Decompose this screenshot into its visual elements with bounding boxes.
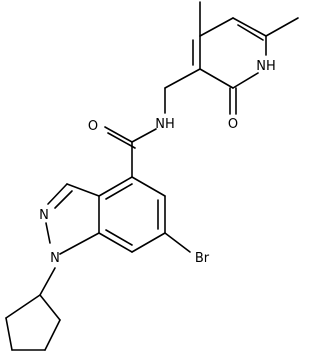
bond <box>5 317 13 351</box>
bond <box>131 128 157 143</box>
bond <box>237 24 264 41</box>
bond <box>232 17 267 37</box>
bond <box>39 294 61 321</box>
bond <box>232 72 259 89</box>
bond <box>107 132 136 149</box>
bond <box>5 294 41 319</box>
pyridone-oxygen-label: O <box>228 117 238 132</box>
bond <box>131 232 166 253</box>
bond <box>47 183 68 205</box>
indazole-n2-label: N <box>39 208 49 223</box>
bond <box>98 176 133 197</box>
bond <box>59 232 100 255</box>
bond-set <box>5 1 299 351</box>
atom-labels: O NH NH O N N Br <box>39 59 276 266</box>
bond <box>105 183 133 200</box>
bromine-label: Br <box>195 251 210 266</box>
bond <box>164 232 191 253</box>
bond <box>104 126 133 143</box>
pyridone-nitrogen-label: NH <box>256 59 276 74</box>
bond <box>44 319 61 351</box>
bond <box>66 183 100 197</box>
bond <box>199 17 234 37</box>
bond <box>164 68 201 89</box>
bond <box>199 68 234 89</box>
bond <box>131 176 166 197</box>
bond <box>45 222 51 244</box>
amide-nitrogen-label: NH <box>155 117 175 132</box>
bond <box>98 232 133 253</box>
bond <box>265 17 299 37</box>
molecule-structure-diagram: O NH NH O N N Br <box>5 1 299 351</box>
bond <box>54 190 73 209</box>
bond <box>39 267 56 296</box>
carbonyl-oxygen-label: O <box>88 119 98 134</box>
molecule-canvas: O NH NH O N N Br <box>5 1 299 351</box>
bond <box>105 229 133 246</box>
indazole-n1-label: N <box>50 251 60 266</box>
